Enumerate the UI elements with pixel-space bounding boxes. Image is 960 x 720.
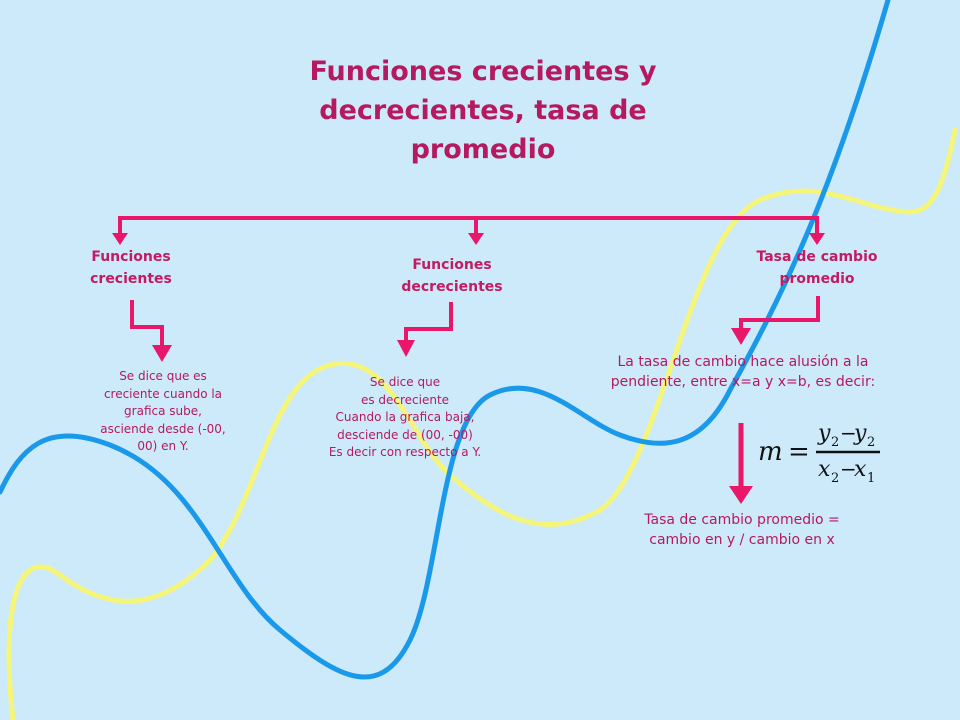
arrow-crecientes-text <box>152 345 172 362</box>
arrow-to-crecientes <box>112 233 128 245</box>
text-decrecientes-line: Es decir con respecto a Y. <box>328 445 482 459</box>
formula-numerator-y: y <box>817 421 831 446</box>
arrow-tasa-text <box>731 328 751 345</box>
text-decrecientes-line: es decreciente <box>360 392 450 407</box>
formula-numerator-sub2: 2 <box>867 435 875 450</box>
top-connector <box>118 216 819 235</box>
text-tasa-definition: La tasa de cambio hace alusión a la pend… <box>610 354 876 390</box>
heading-tasa-de-cambio: Tasa de cambio promedio <box>756 249 878 287</box>
formula-denominator-sub: 2 <box>831 471 839 486</box>
text-decrecientes-line: Se dice que <box>369 375 441 389</box>
text-crecientes: Se dice que es creciente cuando la grafi… <box>100 369 226 453</box>
arrow-to-decrecientes <box>468 233 484 245</box>
arrow-to-tasa <box>809 233 825 245</box>
text-decrecientes-line: Cuando la grafica baja, <box>335 410 475 424</box>
text-decrecientes-line: desciende de (00, -00) <box>337 427 473 442</box>
formula-numerator-sub: 2 <box>831 435 839 450</box>
formula-denominator-sub1: 1 <box>867 471 875 486</box>
connector-crecientes <box>130 300 164 347</box>
arrow-conclusion <box>729 486 753 504</box>
formula-numerator-y2: y <box>853 421 867 446</box>
formula-numerator-minus: − <box>840 421 857 445</box>
slope-formula: m = y 2 − y 2 x 2 − x 1 <box>758 421 880 486</box>
formula-denominator-x: x <box>818 457 831 482</box>
connector-decrecientes <box>404 302 453 342</box>
heading-funciones-decrecientes: Funciones decrecientes <box>401 257 503 295</box>
page-title: Funciones crecientes y decrecientes, tas… <box>309 56 657 165</box>
formula-equals: = <box>788 437 810 467</box>
yellow-curve <box>6 127 958 720</box>
text-tasa-conclusion: Tasa de cambio promedio = cambio en y / … <box>644 512 840 548</box>
arrow-decrecientes-text <box>397 340 415 357</box>
blue-curve <box>0 0 891 680</box>
connector-tasa <box>739 296 820 330</box>
formula-denominator-x1: x <box>854 457 867 482</box>
formula-denominator-minus: − <box>840 457 857 481</box>
heading-funciones-crecientes: Funciones crecientes <box>90 249 172 287</box>
text-decrecientes: Se dice que es decreciente Cuando la gra… <box>300 374 510 462</box>
formula-m: m <box>758 437 783 467</box>
